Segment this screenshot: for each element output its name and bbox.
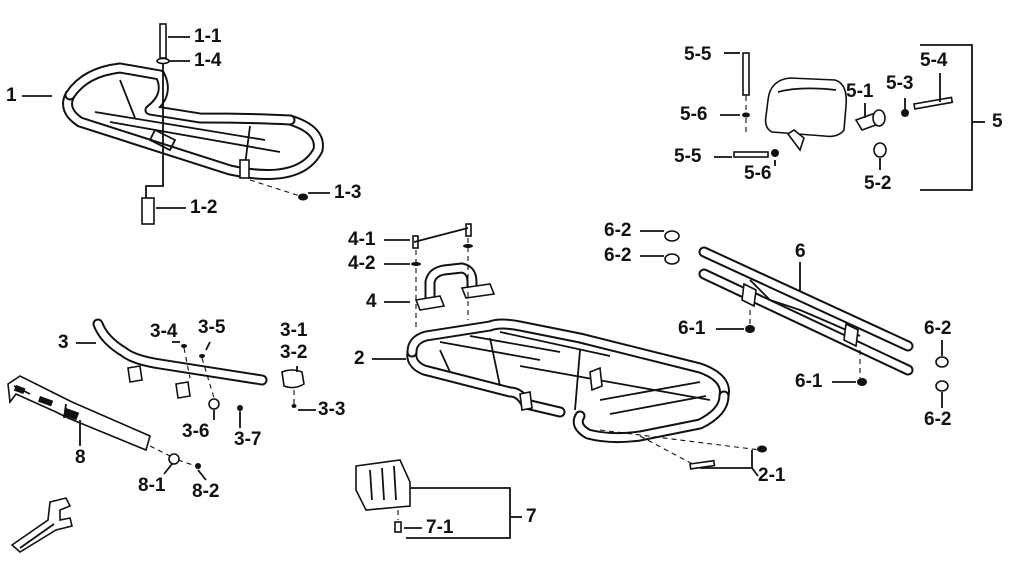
label-1-1: 1-1 [194,26,222,47]
label-5-6b: 5-6 [744,163,772,184]
label-4-1: 4-1 [348,229,376,250]
leader-3-5 [205,341,211,351]
label-5-5a: 5-5 [684,44,712,65]
label-7: 7 [526,506,537,527]
label-5-6a: 5-6 [680,104,708,125]
label-4-2: 4-2 [348,253,376,274]
label-1-3: 1-3 [334,182,362,203]
label-6-1a: 6-1 [678,318,706,339]
mounting-plate [355,459,411,533]
label-4: 4 [366,291,377,312]
label-6-2b: 6-2 [604,245,632,266]
label-3-1: 3-1 [280,320,308,341]
leader-8-2 [197,469,207,481]
label-6-2d: 6-2 [924,409,952,430]
label-6-1b: 6-1 [795,371,823,392]
label-3-7: 3-7 [234,429,262,450]
label-1-2: 1-2 [190,197,218,218]
bracket-5 [920,44,973,191]
label-3-3: 3-3 [318,399,346,420]
label-5-5b: 5-5 [674,146,702,167]
label-1-4: 1-4 [194,50,222,71]
side-rails [664,230,949,392]
label-6-2c: 6-2 [924,318,952,339]
label-3-6: 3-6 [182,421,210,442]
label-3: 3 [58,332,69,353]
label-7-1: 7-1 [426,517,454,538]
label-2-1: 2-1 [758,465,786,486]
label-3-2: 3-2 [280,342,308,363]
rear-grab-handle [411,223,496,330]
label-6-2a: 6-2 [604,220,632,241]
bracket-7 [406,487,511,539]
label-8-1: 8-1 [138,475,166,496]
label-1: 1 [6,85,17,106]
label-3-4: 3-4 [150,321,178,342]
label-5-3: 5-3 [886,73,914,94]
label-5-2: 5-2 [864,173,892,194]
label-8: 8 [75,447,86,468]
front-rack [62,23,324,225]
rear-rack [406,318,767,470]
backrest-assembly [733,52,954,158]
label-3-5: 3-5 [198,317,226,338]
side-bracket [7,375,201,469]
label-5-1: 5-1 [846,81,874,102]
label-6: 6 [795,241,806,262]
leader-4-1-joint [413,227,469,243]
leader-2-1 [751,467,759,477]
front-arrow-icon [10,497,73,553]
label-5: 5 [992,111,1003,132]
leader-8-1 [163,463,173,475]
label-8-2: 8-2 [192,481,220,502]
grab-bar [92,318,305,420]
label-5-4: 5-4 [920,50,948,71]
label-2: 2 [354,348,365,369]
